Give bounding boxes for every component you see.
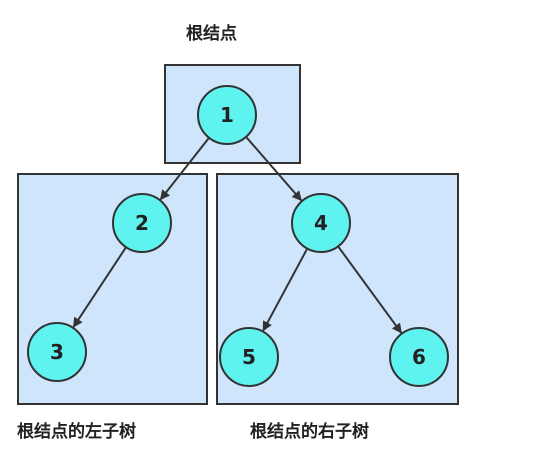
node-label: 2 xyxy=(135,211,149,235)
edge-n1-n4 xyxy=(245,136,303,202)
node-label: 3 xyxy=(50,340,64,364)
tree-node-6: 6 xyxy=(389,327,449,387)
tree-node-1: 1 xyxy=(197,85,257,145)
edges-group xyxy=(72,136,403,334)
node-circle xyxy=(27,322,87,382)
edge-n1-n2 xyxy=(159,137,210,201)
node-circle xyxy=(219,327,279,387)
node-label: 4 xyxy=(314,211,328,235)
tree-node-3: 3 xyxy=(27,322,87,382)
left-subtree-caption: 根结点的左子树 xyxy=(17,421,136,442)
node-circle xyxy=(389,327,449,387)
edge-n4-n6 xyxy=(337,245,403,334)
edge-n4-n5 xyxy=(262,248,309,332)
nodes-group: 1 2 3 4 5 6 xyxy=(27,85,449,387)
node-circle xyxy=(291,193,351,253)
right-subtree-caption: 根结点的右子树 xyxy=(250,421,369,442)
node-label: 1 xyxy=(220,103,234,127)
node-label: 6 xyxy=(412,345,426,369)
tree-node-2: 2 xyxy=(112,193,172,253)
edge-n2-n3 xyxy=(72,246,127,328)
root-caption: 根结点 xyxy=(186,23,237,44)
node-circle xyxy=(112,193,172,253)
node-circle xyxy=(197,85,257,145)
tree-node-4: 4 xyxy=(291,193,351,253)
node-label: 5 xyxy=(242,345,256,369)
tree-node-5: 5 xyxy=(219,327,279,387)
